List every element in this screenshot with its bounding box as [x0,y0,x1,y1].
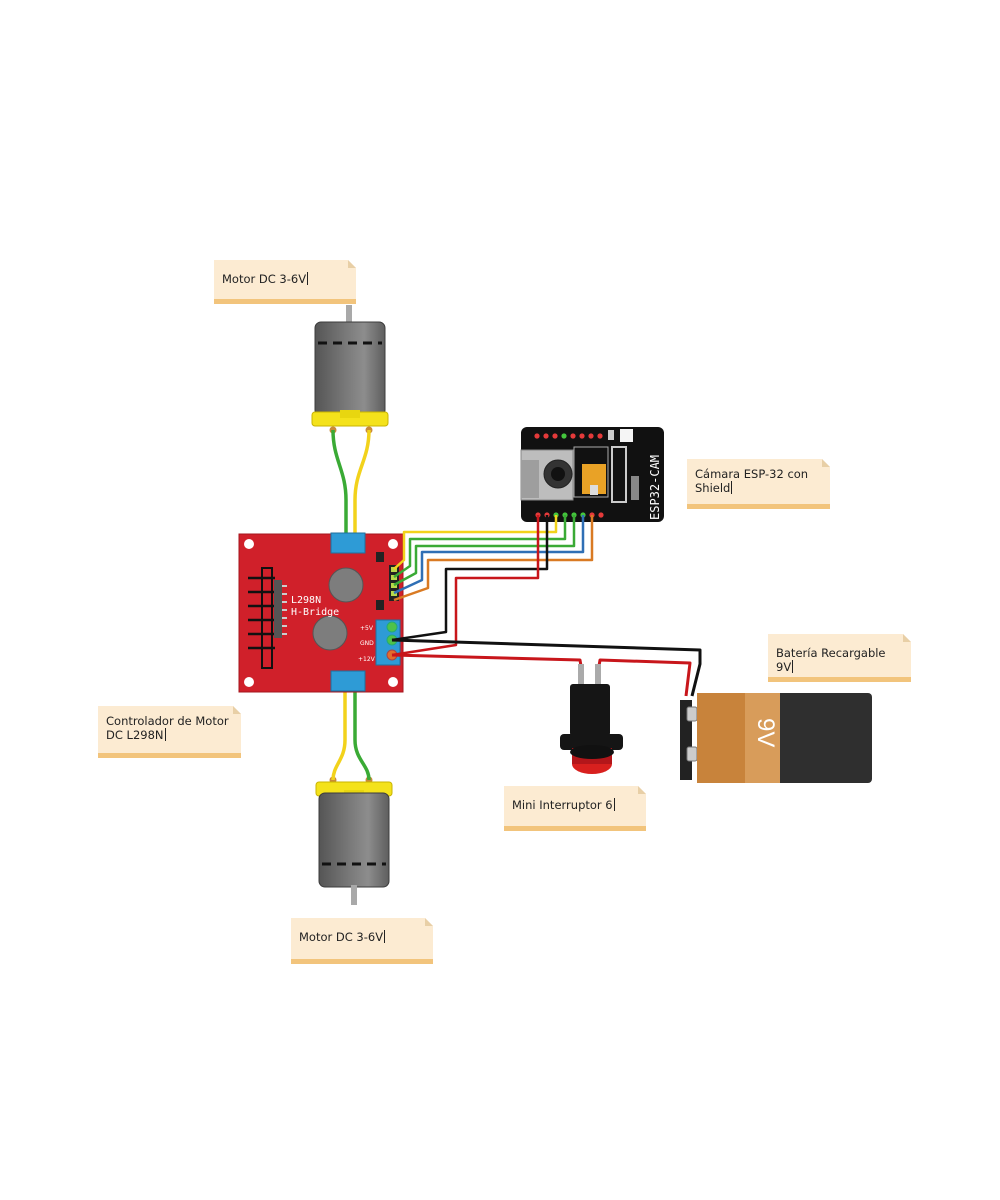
label-switch: Mini Interruptor 6 [504,786,646,831]
motor-bottom [315,776,393,905]
label-motor-bottom: Motor DC 3-6V [291,918,433,964]
label-battery: Batería Recargable 9V [768,634,911,682]
pin-gnd-label: GND [360,640,374,647]
label-motor-top: Motor DC 3-6V [214,260,356,304]
chip-label-line1: L298N [291,595,321,606]
l298n-board: L298N H-Bridge +5V GND +12V [238,532,404,693]
label-driver-text: Controlador de Motor DC L298N [106,714,229,742]
motor-wires [331,429,371,781]
label-motor-bottom-text: Motor DC 3-6V [299,930,384,944]
label-camera: Cámara ESP-32 con Shield [687,459,830,509]
esp32-silkscreen: ESP32-CAM [648,455,662,520]
esp32-cam-board: ESP32-CAM [520,427,664,522]
label-switch-text: Mini Interruptor 6 [512,798,613,812]
text-cursor [731,481,732,494]
battery-9v: 9V [680,693,872,783]
label-motor-top-text: Motor DC 3-6V [222,272,307,286]
motor-top [311,305,389,434]
esp32-top-header [534,433,603,439]
signal-wires [391,515,594,657]
text-cursor [165,728,166,741]
label-camera-text: Cámara ESP-32 con Shield [695,467,809,495]
label-battery-text: Batería Recargable 9V [776,646,886,674]
pin-12v-label: +12V [358,656,376,663]
text-cursor [384,930,385,943]
text-cursor [614,798,615,811]
label-driver: Controlador de Motor DC L298N [98,706,241,758]
chip-label-line2: H-Bridge [291,607,339,618]
battery-voltage-label: 9V [752,718,779,747]
pin-5v-label: +5V [360,625,374,632]
mini-switch [560,664,623,774]
text-cursor [792,660,793,673]
text-cursor [307,272,308,285]
